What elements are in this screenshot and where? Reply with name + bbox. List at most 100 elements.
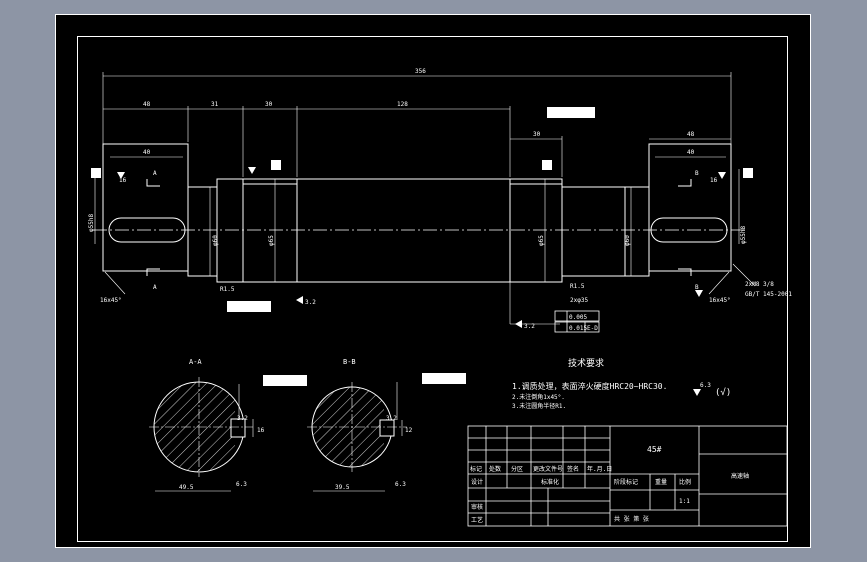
part-name-label: 高速轴 [731,472,749,480]
dim-seg3: 30 [265,101,273,108]
section-aa [149,377,254,492]
roughness-icon [117,172,125,179]
tb-label-3: 更改文件号 [533,465,563,473]
dia-bearing: φ65 [538,235,545,246]
roughness-label: 16 [119,177,127,184]
tb-weight: 重量 [655,478,667,486]
tech-title: 技术要求 [568,357,604,369]
keyway-right [650,217,728,243]
keyway-left [108,217,186,243]
section-b-bottom [678,268,692,276]
tb-stage: 阶段标记 [614,478,638,486]
tb-label-0: 标记 [470,465,482,473]
tb-label-1: 处数 [489,465,501,473]
dia-right-mid: φ60 [624,235,631,246]
section-b-width: 39.5 [335,484,350,491]
roughness-symbols [117,167,726,396]
section-a-keyslot [230,418,246,438]
section-b-mark-bottom: B [695,284,699,291]
outer-border [55,14,811,548]
radius-label-1: R1.5 [220,286,235,293]
shaft-bottom-edge [102,244,732,283]
datum-box-mid [271,160,281,170]
tech-line-3: 3.未注圆角半径R1. [512,402,566,410]
datum-box-left [91,168,101,178]
tb-label-4: 签名 [567,465,579,473]
tol-row1-value: 0.005 [569,314,587,321]
dia-seg3: φ65 [268,235,275,246]
tb-standard: 标准化 [541,478,559,486]
section-b-top [678,179,692,187]
section-b-keyslot [379,419,395,437]
tb-review: 审核 [471,503,483,511]
section-bb [307,382,407,492]
roughness-icon [695,290,703,297]
dim-left-end: 48 [143,101,151,108]
leader-thread [732,263,756,287]
tol-row2-value: 0.015 [569,325,587,332]
dim-seg2: 31 [211,101,219,108]
dim-right-bearing-label: 30 [533,131,541,138]
section-b-roughness-bottom: 6.3 [395,481,406,488]
section-b-mark-top: B [695,170,699,177]
tb-scale: 比例 [679,478,691,486]
tech-line-1: 1.调质处理，表面淬火硬度HRC20~HRC30. [512,381,667,391]
datum-box-far-right [743,168,753,178]
tech-line-2: 2.未注倒角1x45°. [512,393,565,401]
tol-row2-ref: E-D [587,325,598,332]
roughness-label-right: 16 [710,177,718,184]
dim-right-end-label: 48 [687,131,695,138]
title-block-frame [467,425,788,527]
callout-boxes [227,107,595,386]
dim-total: 356 [415,68,426,75]
section-b-roughness: 3.2 [386,415,397,422]
section-a-title: A-A [189,358,202,366]
roughness-icon [718,172,726,179]
leader-chamfer-right [708,271,730,295]
thread-note-1: 2xM8 3/8 [745,281,774,288]
section-a-width: 49.5 [179,484,194,491]
shaft-top-edge [102,143,732,188]
datum-box-right [542,160,552,170]
tb-design: 设计 [471,478,483,486]
section-a-mark-bottom: A [153,284,157,291]
callout-top-right [547,107,595,118]
callout-bottom-left [227,301,271,312]
cad-drawing: 356 48 31 30 128 30 48 40 40 16 16 3.2 3… [55,14,811,548]
tb-label-2: 分区 [511,465,523,473]
dim-key-right-label: 40 [687,149,695,156]
datum-boxes [91,160,753,178]
callout-section-b [422,373,466,384]
roughness-icon [515,320,522,328]
roughness-icon [296,296,303,304]
section-b-title: B-B [343,358,356,366]
shaft-outline [102,143,732,283]
tb-scale-value: 1:1 [679,498,690,505]
section-a-top [146,179,160,187]
keyways [108,217,728,243]
dim-middle: 128 [397,101,408,108]
callout-section-a [263,375,307,386]
dia-seg2: φ60 [212,235,219,246]
drawing-sheet: 356 48 31 30 128 30 48 40 40 16 16 3.2 3… [55,14,811,548]
title-block [467,425,788,527]
section-a-mark-top: A [153,170,157,177]
section-markers [146,179,692,276]
section-a-roughness: 3.2 [237,415,248,422]
roughness-icon [693,389,701,396]
tb-craft: 工艺 [471,516,483,524]
thread-note-2: GB/T 145-2001 [745,291,792,298]
radius-label-2: R1.5 [570,283,585,290]
roughness-32-label-b: 3.2 [524,323,535,330]
dia-left-end: φ55h8 [88,214,95,232]
surface-mark: 6.3 [700,382,711,389]
section-a-key: 16 [257,427,265,434]
labels: 356 48 31 30 128 30 48 40 40 16 16 3.2 3… [88,68,792,524]
section-a-bottom [146,268,160,276]
tol-row1 [554,310,600,322]
tb-label-5: 年.月.日 [587,465,612,473]
inner-border [77,36,788,542]
surface-brackets: (√) [715,387,731,398]
sheet-borders [55,14,811,548]
chamfer-left: 16x45° [100,297,122,304]
